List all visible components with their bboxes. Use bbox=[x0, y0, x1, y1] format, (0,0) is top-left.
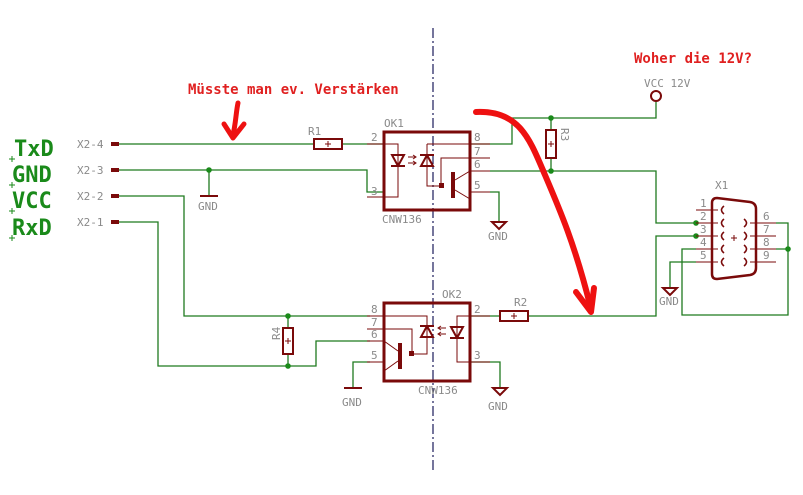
resistor-r2: R2 bbox=[499, 296, 529, 322]
optocoupler-ok1: OK1 CNW136 2 3 8 7 6 5 bbox=[367, 117, 490, 226]
resistor-r3: R3 bbox=[545, 128, 571, 159]
ok2-pin-8: 8 bbox=[371, 303, 378, 316]
ok1-pin-8: 8 bbox=[474, 131, 481, 144]
led-icon bbox=[449, 326, 465, 341]
pin-stub bbox=[111, 194, 119, 198]
photodiode-icon bbox=[419, 323, 435, 338]
gnd-triangle-icon bbox=[660, 287, 680, 297]
light-arrows-icon bbox=[408, 154, 417, 166]
pin-stub bbox=[111, 142, 119, 146]
gnd-triangle-icon bbox=[490, 387, 510, 397]
signal-vcc: VCC bbox=[12, 189, 52, 214]
origin-cross-icon bbox=[9, 182, 15, 188]
gnd-label: GND bbox=[488, 400, 508, 413]
db9-shell-icon bbox=[710, 196, 758, 281]
ok1-part: CNW136 bbox=[382, 213, 422, 226]
gnd-triangle-icon bbox=[489, 221, 509, 231]
connector-x1-db9: X1 1 2 3 4 5 6 7 8 9 bbox=[696, 179, 776, 281]
signal-gnd: GND bbox=[12, 163, 52, 188]
arrowhead-icon bbox=[221, 121, 247, 141]
connector-x2: X2-4 X2-3 X2-2 X2-1 bbox=[77, 138, 119, 229]
ok2-pin-5: 5 bbox=[371, 349, 378, 362]
ok2-pin-3: 3 bbox=[474, 349, 481, 362]
x1-pin-6: 6 bbox=[763, 210, 770, 223]
curved-arrow-icon bbox=[473, 108, 593, 308]
pin-label-x2-4: X2-4 bbox=[77, 138, 104, 151]
amplify-note: Müsste man ev. Verstärken bbox=[188, 82, 399, 98]
r1-label: R1 bbox=[308, 125, 321, 138]
signal-rxd: RxD bbox=[12, 216, 52, 241]
plus-mark-icon bbox=[548, 141, 554, 147]
photodiode-icon bbox=[419, 152, 435, 167]
arrow-icon bbox=[230, 100, 241, 138]
led-icon bbox=[390, 154, 406, 169]
ok1-pin-3: 3 bbox=[371, 185, 378, 198]
ok2-pin-6: 6 bbox=[371, 328, 378, 341]
r2-label: R2 bbox=[514, 296, 527, 309]
ground-symbols: GND GND GND GND GND bbox=[198, 195, 680, 413]
ok1-ref: OK1 bbox=[384, 117, 404, 130]
x1-pin-7: 7 bbox=[763, 223, 770, 236]
wires bbox=[119, 100, 789, 388]
r3-label: R3 bbox=[558, 128, 571, 141]
socket-right-icon bbox=[743, 218, 748, 267]
ok2-pin-7: 7 bbox=[371, 316, 378, 329]
resistor-r1: R1 bbox=[308, 125, 343, 150]
x1-pin-8: 8 bbox=[763, 236, 770, 249]
pin-label-x2-1: X2-1 bbox=[77, 216, 104, 229]
origin-cross-icon bbox=[9, 208, 15, 214]
plus-mark-icon bbox=[511, 313, 517, 319]
ok1-pin-6: 6 bbox=[474, 158, 481, 171]
plus-mark-icon bbox=[325, 141, 331, 147]
origin-cross-icon bbox=[9, 235, 15, 241]
x1-pin-5: 5 bbox=[700, 249, 707, 262]
plus-mark-icon bbox=[285, 338, 291, 344]
plus-mark-icon bbox=[731, 235, 737, 241]
ok1-pin-7: 7 bbox=[474, 145, 481, 158]
origin-cross-icon bbox=[9, 156, 15, 162]
ok2-pin-2: 2 bbox=[474, 303, 481, 316]
socket-left-icon bbox=[720, 205, 725, 267]
ok2-part: CNW136 bbox=[418, 384, 458, 397]
pin-label-x2-3: X2-3 bbox=[77, 164, 104, 177]
vcc-circle-icon bbox=[650, 90, 662, 102]
x1-pin-3: 3 bbox=[700, 223, 707, 236]
signal-labels: TxD GND VCC RxD bbox=[9, 137, 54, 241]
gnd-label: GND bbox=[342, 396, 362, 409]
ok1-pin-2: 2 bbox=[371, 131, 378, 144]
arrowhead-icon bbox=[573, 285, 597, 315]
x1-pin-2: 2 bbox=[700, 210, 707, 223]
gnd-label: GND bbox=[659, 295, 679, 308]
signal-txd: TxD bbox=[14, 137, 54, 162]
pin-stub bbox=[111, 168, 119, 172]
gnd-label: GND bbox=[198, 200, 218, 213]
x1-pin-4: 4 bbox=[700, 236, 707, 249]
r4-label: R4 bbox=[270, 326, 283, 340]
light-arrows-icon bbox=[437, 325, 446, 337]
vcc-supply: VCC 12V bbox=[644, 77, 691, 102]
pin-label-x2-2: X2-2 bbox=[77, 190, 104, 203]
x1-pin-1: 1 bbox=[700, 197, 707, 210]
optocoupler-ok2: OK2 CNW136 8 7 6 5 2 3 bbox=[367, 288, 490, 397]
pin-stub bbox=[111, 220, 119, 224]
vcc-label: VCC 12V bbox=[644, 77, 691, 90]
annotations: Müsste man ev. Verstärken Woher die 12V? bbox=[188, 51, 752, 315]
gnd-label: GND bbox=[488, 230, 508, 243]
resistor-r4: R4 bbox=[270, 326, 294, 355]
x1-ref: X1 bbox=[715, 179, 728, 192]
ok2-ref: OK2 bbox=[442, 288, 462, 301]
x1-pin-9: 9 bbox=[763, 249, 770, 262]
supply-question: Woher die 12V? bbox=[634, 51, 752, 67]
ok1-pin-5: 5 bbox=[474, 179, 481, 192]
